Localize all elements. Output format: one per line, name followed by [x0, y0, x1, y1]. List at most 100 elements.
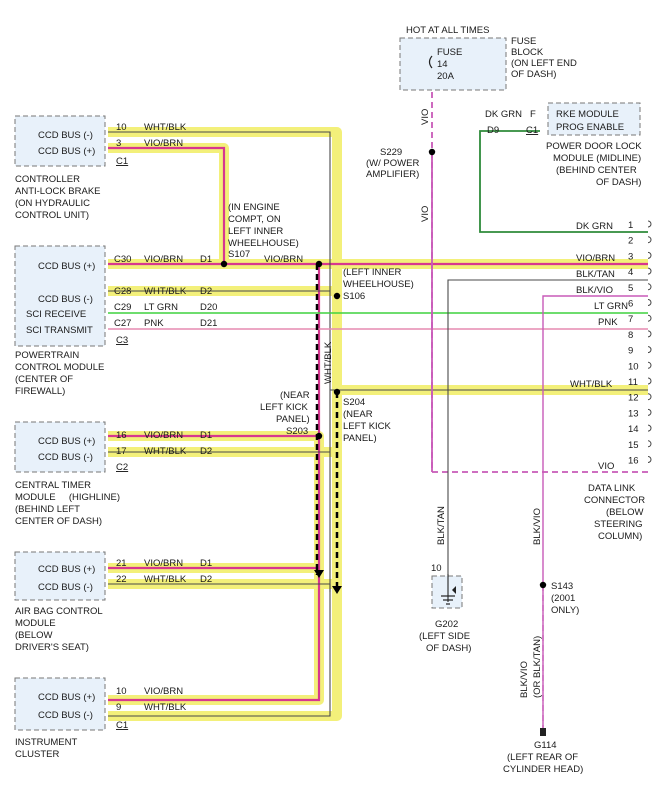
svg-text:(LEFT INNER: (LEFT INNER [343, 267, 402, 278]
dlc-terminal [647, 377, 652, 385]
svg-text:PROG ENABLE: PROG ENABLE [556, 122, 624, 133]
dlc-terminal [647, 361, 652, 369]
svg-text:CCD BUS (+): CCD BUS (+) [38, 564, 95, 575]
svg-text:(LEFT SIDE: (LEFT SIDE [419, 631, 470, 642]
svg-text:C1: C1 [526, 125, 538, 136]
air-bag-control-module: CCD BUS (+) CCD BUS (-) 21 22 VIO/BRN WH… [14, 551, 212, 653]
svg-text:CCD BUS (+): CCD BUS (+) [38, 261, 95, 272]
dlc-pin-number: 7 [628, 314, 633, 325]
svg-text:BLK/VIO: BLK/VIO [576, 285, 613, 296]
svg-text:C1: C1 [116, 156, 128, 167]
svg-text:S143: S143 [551, 581, 573, 592]
svg-text:21: 21 [116, 558, 127, 569]
svg-text:VIO/BRN: VIO/BRN [144, 430, 183, 441]
dlc-pin-number: 13 [628, 408, 639, 419]
svg-text:LT GRN: LT GRN [144, 302, 178, 313]
svg-text:PNK: PNK [144, 318, 164, 329]
twisted-pair-shield: WHT/BLK [315, 264, 339, 592]
dlc-terminal [647, 220, 652, 228]
svg-text:CONTROL MODULE: CONTROL MODULE [15, 362, 104, 373]
svg-text:D9: D9 [487, 125, 499, 136]
svg-text:C29: C29 [114, 302, 131, 313]
svg-text:WHEELHOUSE): WHEELHOUSE) [343, 279, 414, 290]
svg-text:C2: C2 [116, 462, 128, 473]
svg-text:BLK/TAN: BLK/TAN [576, 269, 615, 280]
svg-text:S204: S204 [343, 397, 365, 408]
svg-text:ANTI-LOCK BRAKE: ANTI-LOCK BRAKE [15, 186, 101, 197]
svg-text:VIO: VIO [420, 206, 431, 222]
svg-text:INSTRUMENT: INSTRUMENT [15, 737, 77, 748]
svg-text:3: 3 [116, 138, 121, 149]
svg-text:D20: D20 [200, 302, 217, 313]
svg-text:D2: D2 [200, 286, 212, 297]
svg-text:RKE MODULE: RKE MODULE [556, 109, 619, 120]
dlc-terminal [647, 408, 652, 416]
central-timer-module: CCD BUS (+) CCD BUS (-) 16 17 VIO/BRN WH… [14, 421, 212, 527]
svg-text:S229: S229 [380, 147, 402, 158]
svg-text:CCD BUS (-): CCD BUS (-) [38, 294, 93, 305]
svg-text:OF DASH): OF DASH) [426, 643, 471, 654]
dlc-pin-number: 8 [628, 330, 633, 341]
abs-controller: CCD BUS (-) CCD BUS (+) 10 3 WHT/BLK VIO… [14, 115, 187, 221]
svg-text:(IN ENGINE: (IN ENGINE [228, 202, 280, 213]
dlc-terminal [647, 251, 652, 259]
svg-text:D2: D2 [200, 446, 212, 457]
svg-text:(ON LEFT END: (ON LEFT END [511, 58, 577, 69]
svg-text:OF DASH): OF DASH) [511, 69, 556, 80]
svg-text:VIO/BRN: VIO/BRN [264, 254, 303, 265]
svg-text:SCI RECEIVE: SCI RECEIVE [26, 309, 86, 320]
svg-text:C30: C30 [114, 254, 131, 265]
svg-text:COMPT, ON: COMPT, ON [228, 214, 281, 225]
svg-text:VIO/BRN: VIO/BRN [576, 253, 615, 264]
svg-text:VIO: VIO [598, 461, 614, 472]
svg-text:(BELOW: (BELOW [606, 507, 644, 518]
svg-text:PANEL): PANEL) [343, 433, 377, 444]
svg-text:S203: S203 [286, 426, 308, 437]
svg-text:9: 9 [116, 702, 121, 713]
dlc-terminal [647, 393, 652, 401]
svg-text:ONLY): ONLY) [551, 605, 579, 616]
s229-node [428, 148, 436, 156]
powertrain-control-module: CCD BUS (+) CCD BUS (-) SCI RECEIVE SCI … [14, 245, 303, 397]
svg-text:OF DASH): OF DASH) [596, 177, 641, 188]
svg-text:S106: S106 [343, 291, 365, 302]
svg-text:CYLINDER HEAD): CYLINDER HEAD) [503, 764, 583, 775]
rke-module: RKE MODULE PROG ENABLE DK GRN D9 F C1 PO… [485, 102, 642, 188]
svg-text:C3: C3 [116, 335, 128, 346]
svg-text:DATA LINK: DATA LINK [588, 483, 636, 494]
svg-text:WHT/BLK: WHT/BLK [144, 446, 187, 457]
g114-ground: G114 (LEFT REAR OF CYLINDER HEAD) [503, 728, 583, 775]
svg-text:22: 22 [116, 574, 127, 585]
dlc-terminal [647, 267, 652, 275]
dlc-pin-number: 16 [628, 456, 639, 467]
splice-nodes [220, 51, 547, 594]
svg-text:MODULE: MODULE [15, 618, 56, 629]
hot-at-all-times-label: HOT AT ALL TIMES [406, 25, 489, 36]
s203-node [315, 432, 323, 440]
svg-text:MODULE (HIGHLINE): MODULE (HIGHLINE) [15, 492, 120, 503]
svg-text:D1: D1 [200, 558, 212, 569]
svg-text:CONTROLLER: CONTROLLER [15, 174, 80, 185]
svg-text:VIO/BRN: VIO/BRN [144, 558, 183, 569]
svg-text:CCD BUS (-): CCD BUS (-) [38, 452, 93, 463]
svg-text:D1: D1 [200, 430, 212, 441]
svg-text:CENTRAL TIMER: CENTRAL TIMER [15, 480, 91, 491]
dlc-pin-number: 9 [628, 346, 633, 357]
svg-text:10: 10 [116, 122, 127, 133]
svg-text:G114: G114 [534, 740, 557, 751]
svg-text:AIR BAG CONTROL: AIR BAG CONTROL [15, 606, 103, 617]
svg-text:WHT/BLK: WHT/BLK [570, 379, 613, 390]
svg-text:CONTROL UNIT): CONTROL UNIT) [15, 210, 89, 221]
g202-ground: 10 G202 (LEFT SIDE OF DASH) [419, 563, 471, 654]
svg-text:CCD BUS (+): CCD BUS (+) [38, 436, 95, 447]
svg-text:AMPLIFIER): AMPLIFIER) [366, 169, 419, 180]
dlc-pin-number: 14 [628, 424, 639, 435]
svg-text:MODULE (MIDLINE): MODULE (MIDLINE) [553, 153, 641, 164]
svg-text:WHT/BLK: WHT/BLK [144, 702, 187, 713]
svg-text:(ON HYDRAULIC: (ON HYDRAULIC [15, 198, 90, 209]
s143-label: S143 (2001 ONLY) BLK/VIO (OR BLK/TAN) [519, 581, 579, 698]
blk-vio-label: BLK/VIO [532, 508, 543, 545]
svg-text:(BEHIND LEFT: (BEHIND LEFT [15, 504, 80, 515]
